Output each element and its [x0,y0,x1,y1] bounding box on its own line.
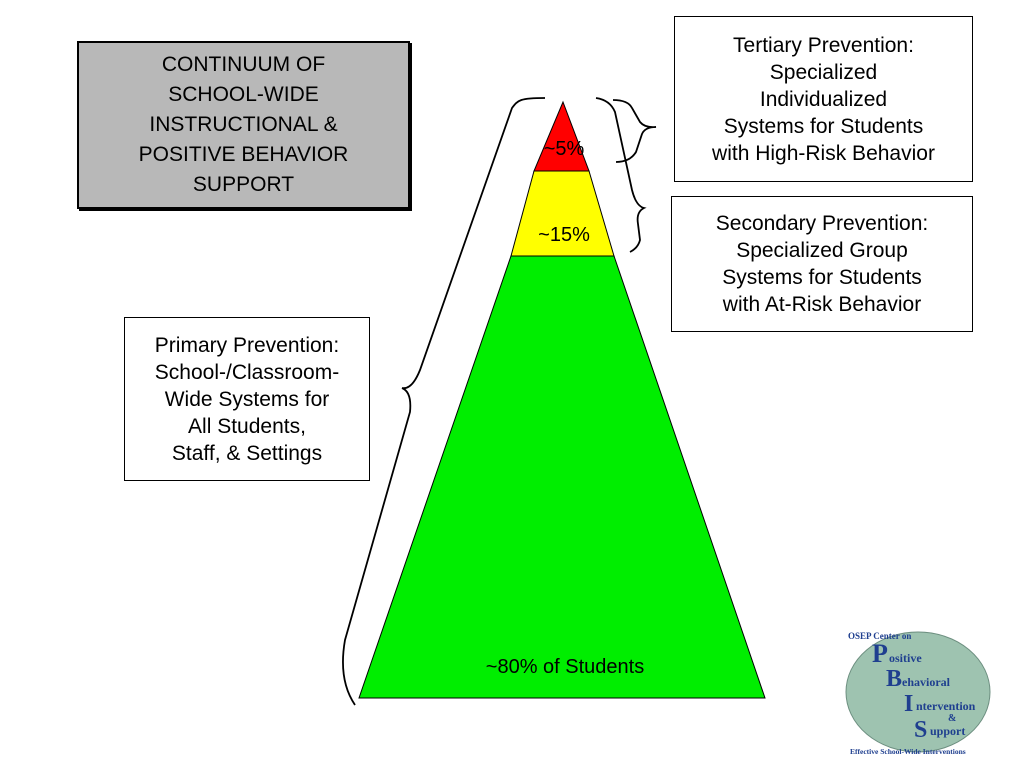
logo-header: OSEP Center on [848,631,911,641]
primary-prevention-label: Primary Prevention: School-/Classroom- W… [154,333,340,465]
primary-brace-icon [342,97,546,706]
logo-disc-icon [845,631,991,753]
secondary-prevention-box: Secondary Prevention: Specialized Group … [671,196,973,332]
logo-word-positive: ositive [889,651,922,665]
tertiary-prevention-label: Tertiary Prevention: Specialized Individ… [712,33,935,165]
secondary-percent: ~15% [538,224,590,246]
diagram-title: CONTINUUM OF SCHOOL-WIDE INSTRUCTIONAL &… [138,53,349,196]
logo-word-intervention: ntervention [916,699,976,713]
tertiary-percent: ~5% [543,138,585,160]
logo-footer: Effective School-Wide Interventions [850,747,966,756]
diagram-title-box: CONTINUUM OF SCHOOL-WIDE INSTRUCTIONAL &… [77,41,410,209]
logo-letter-i: I [904,691,913,717]
logo-letter-b: B [886,666,902,692]
pyramid-tier-tertiary [533,100,590,172]
tertiary-prevention-box: Tertiary Prevention: Specialized Individ… [674,16,973,182]
logo-word-behavioral: ehavioral [902,675,951,689]
logo-letter-s: S [914,717,927,743]
secondary-brace-icon [595,97,647,253]
pbis-logo: OSEP Center on P ositive B ehavioral I n… [845,631,991,756]
primary-prevention-box: Primary Prevention: School-/Classroom- W… [124,317,370,481]
secondary-prevention-label: Secondary Prevention: Specialized Group … [715,212,929,316]
logo-letter-p: P [872,639,888,668]
tertiary-brace-icon [612,99,657,163]
primary-percent: ~80% of Students [485,656,645,678]
logo-word-support: upport [930,724,965,738]
logo-ampersand: & [948,713,956,724]
